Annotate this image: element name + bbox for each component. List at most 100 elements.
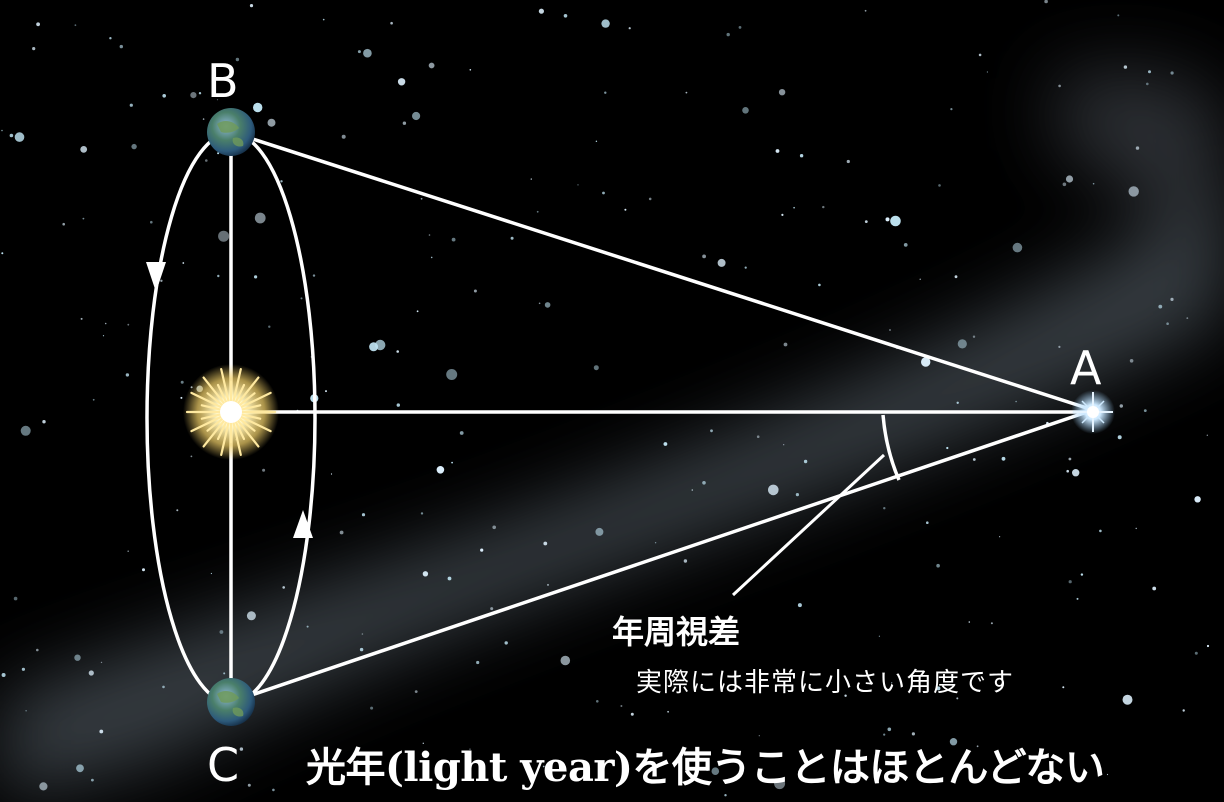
line-c-a: [230, 408, 1094, 704]
background-star: [25, 710, 27, 712]
background-star: [1099, 529, 1102, 533]
background-star: [162, 685, 165, 689]
background-star: [911, 732, 916, 736]
background-star: [88, 670, 94, 676]
background-star: [1206, 434, 1208, 436]
background-star: [162, 94, 166, 98]
background-star: [451, 237, 456, 242]
background-star: [180, 396, 183, 399]
background-star: [577, 184, 579, 186]
background-star: [280, 180, 283, 183]
background-star: [1058, 345, 1061, 348]
background-star: [490, 607, 494, 611]
background-star: [341, 134, 346, 139]
background-star: [402, 121, 407, 125]
background-star: [422, 742, 424, 744]
background-star: [864, 9, 867, 12]
background-star: [919, 278, 921, 280]
background-star: [190, 92, 197, 99]
background-star: [397, 78, 406, 86]
background-star: [36, 648, 39, 652]
background-star: [412, 111, 421, 121]
background-star: [1148, 70, 1151, 74]
point-label-a: A: [1070, 341, 1102, 395]
background-star: [793, 206, 795, 209]
background-star: [846, 159, 850, 164]
background-star: [36, 22, 40, 27]
background-star: [648, 197, 652, 201]
point-label-b: B: [207, 54, 239, 108]
background-star: [239, 747, 244, 751]
background-star: [1015, 400, 1017, 403]
background-star: [595, 527, 604, 536]
background-star: [62, 222, 65, 226]
background-star: [844, 694, 847, 697]
background-star: [325, 390, 327, 393]
background-star: [104, 322, 107, 325]
background-star: [80, 317, 83, 320]
background-star: [756, 435, 760, 439]
background-star: [198, 92, 202, 95]
background-star: [416, 310, 419, 313]
background-star: [80, 146, 88, 153]
background-star: [604, 91, 607, 94]
background-star: [127, 550, 129, 552]
background-star: [891, 682, 893, 684]
background-star: [885, 217, 890, 222]
background-star: [1182, 709, 1185, 712]
background-star: [414, 690, 418, 693]
background-star: [972, 335, 976, 338]
background-star: [217, 274, 220, 278]
background-star: [451, 461, 453, 464]
background-star: [547, 583, 549, 586]
background-star: [361, 513, 366, 517]
background-star: [100, 661, 103, 664]
background-star: [685, 771, 687, 773]
background-star: [711, 767, 720, 775]
background-star: [1065, 175, 1074, 183]
background-star: [663, 442, 668, 446]
background-star: [921, 357, 931, 367]
background-star: [1206, 644, 1210, 648]
background-star: [799, 154, 804, 158]
background-star: [1, 129, 3, 132]
background-star: [538, 8, 545, 14]
background-star: [1135, 146, 1140, 150]
background-star: [768, 484, 779, 496]
background-star: [889, 329, 891, 331]
background-star: [282, 586, 286, 589]
background-star: [683, 559, 688, 563]
background-star: [954, 275, 958, 279]
background-star: [563, 14, 568, 18]
background-star: [363, 48, 372, 58]
background-star: [1143, 409, 1147, 412]
background-star: [82, 217, 85, 220]
background-star: [180, 380, 184, 384]
background-star: [430, 256, 433, 259]
background-star: [223, 672, 226, 675]
background-star: [1135, 527, 1137, 530]
background-star: [375, 339, 386, 351]
background-star: [92, 398, 95, 401]
background-star: [480, 548, 484, 552]
parallax-note: 実際には非常に小さい角度です: [636, 668, 1015, 698]
background-star: [702, 254, 706, 259]
background-star: [428, 62, 435, 69]
background-star: [936, 563, 940, 568]
background-star: [1119, 404, 1124, 408]
background-star: [218, 230, 230, 242]
background-star: [544, 302, 551, 308]
background-star: [21, 667, 25, 671]
background-star: [936, 686, 941, 691]
background-star: [359, 647, 364, 652]
background-star: [447, 576, 452, 581]
milky-way-haze: [0, 70, 1224, 802]
background-star: [1072, 469, 1080, 477]
background-star: [1058, 84, 1061, 88]
background-star: [775, 149, 780, 153]
background-star: [1158, 304, 1163, 309]
background-star: [176, 509, 179, 512]
background-star: [972, 458, 976, 461]
background-star: [596, 700, 599, 703]
